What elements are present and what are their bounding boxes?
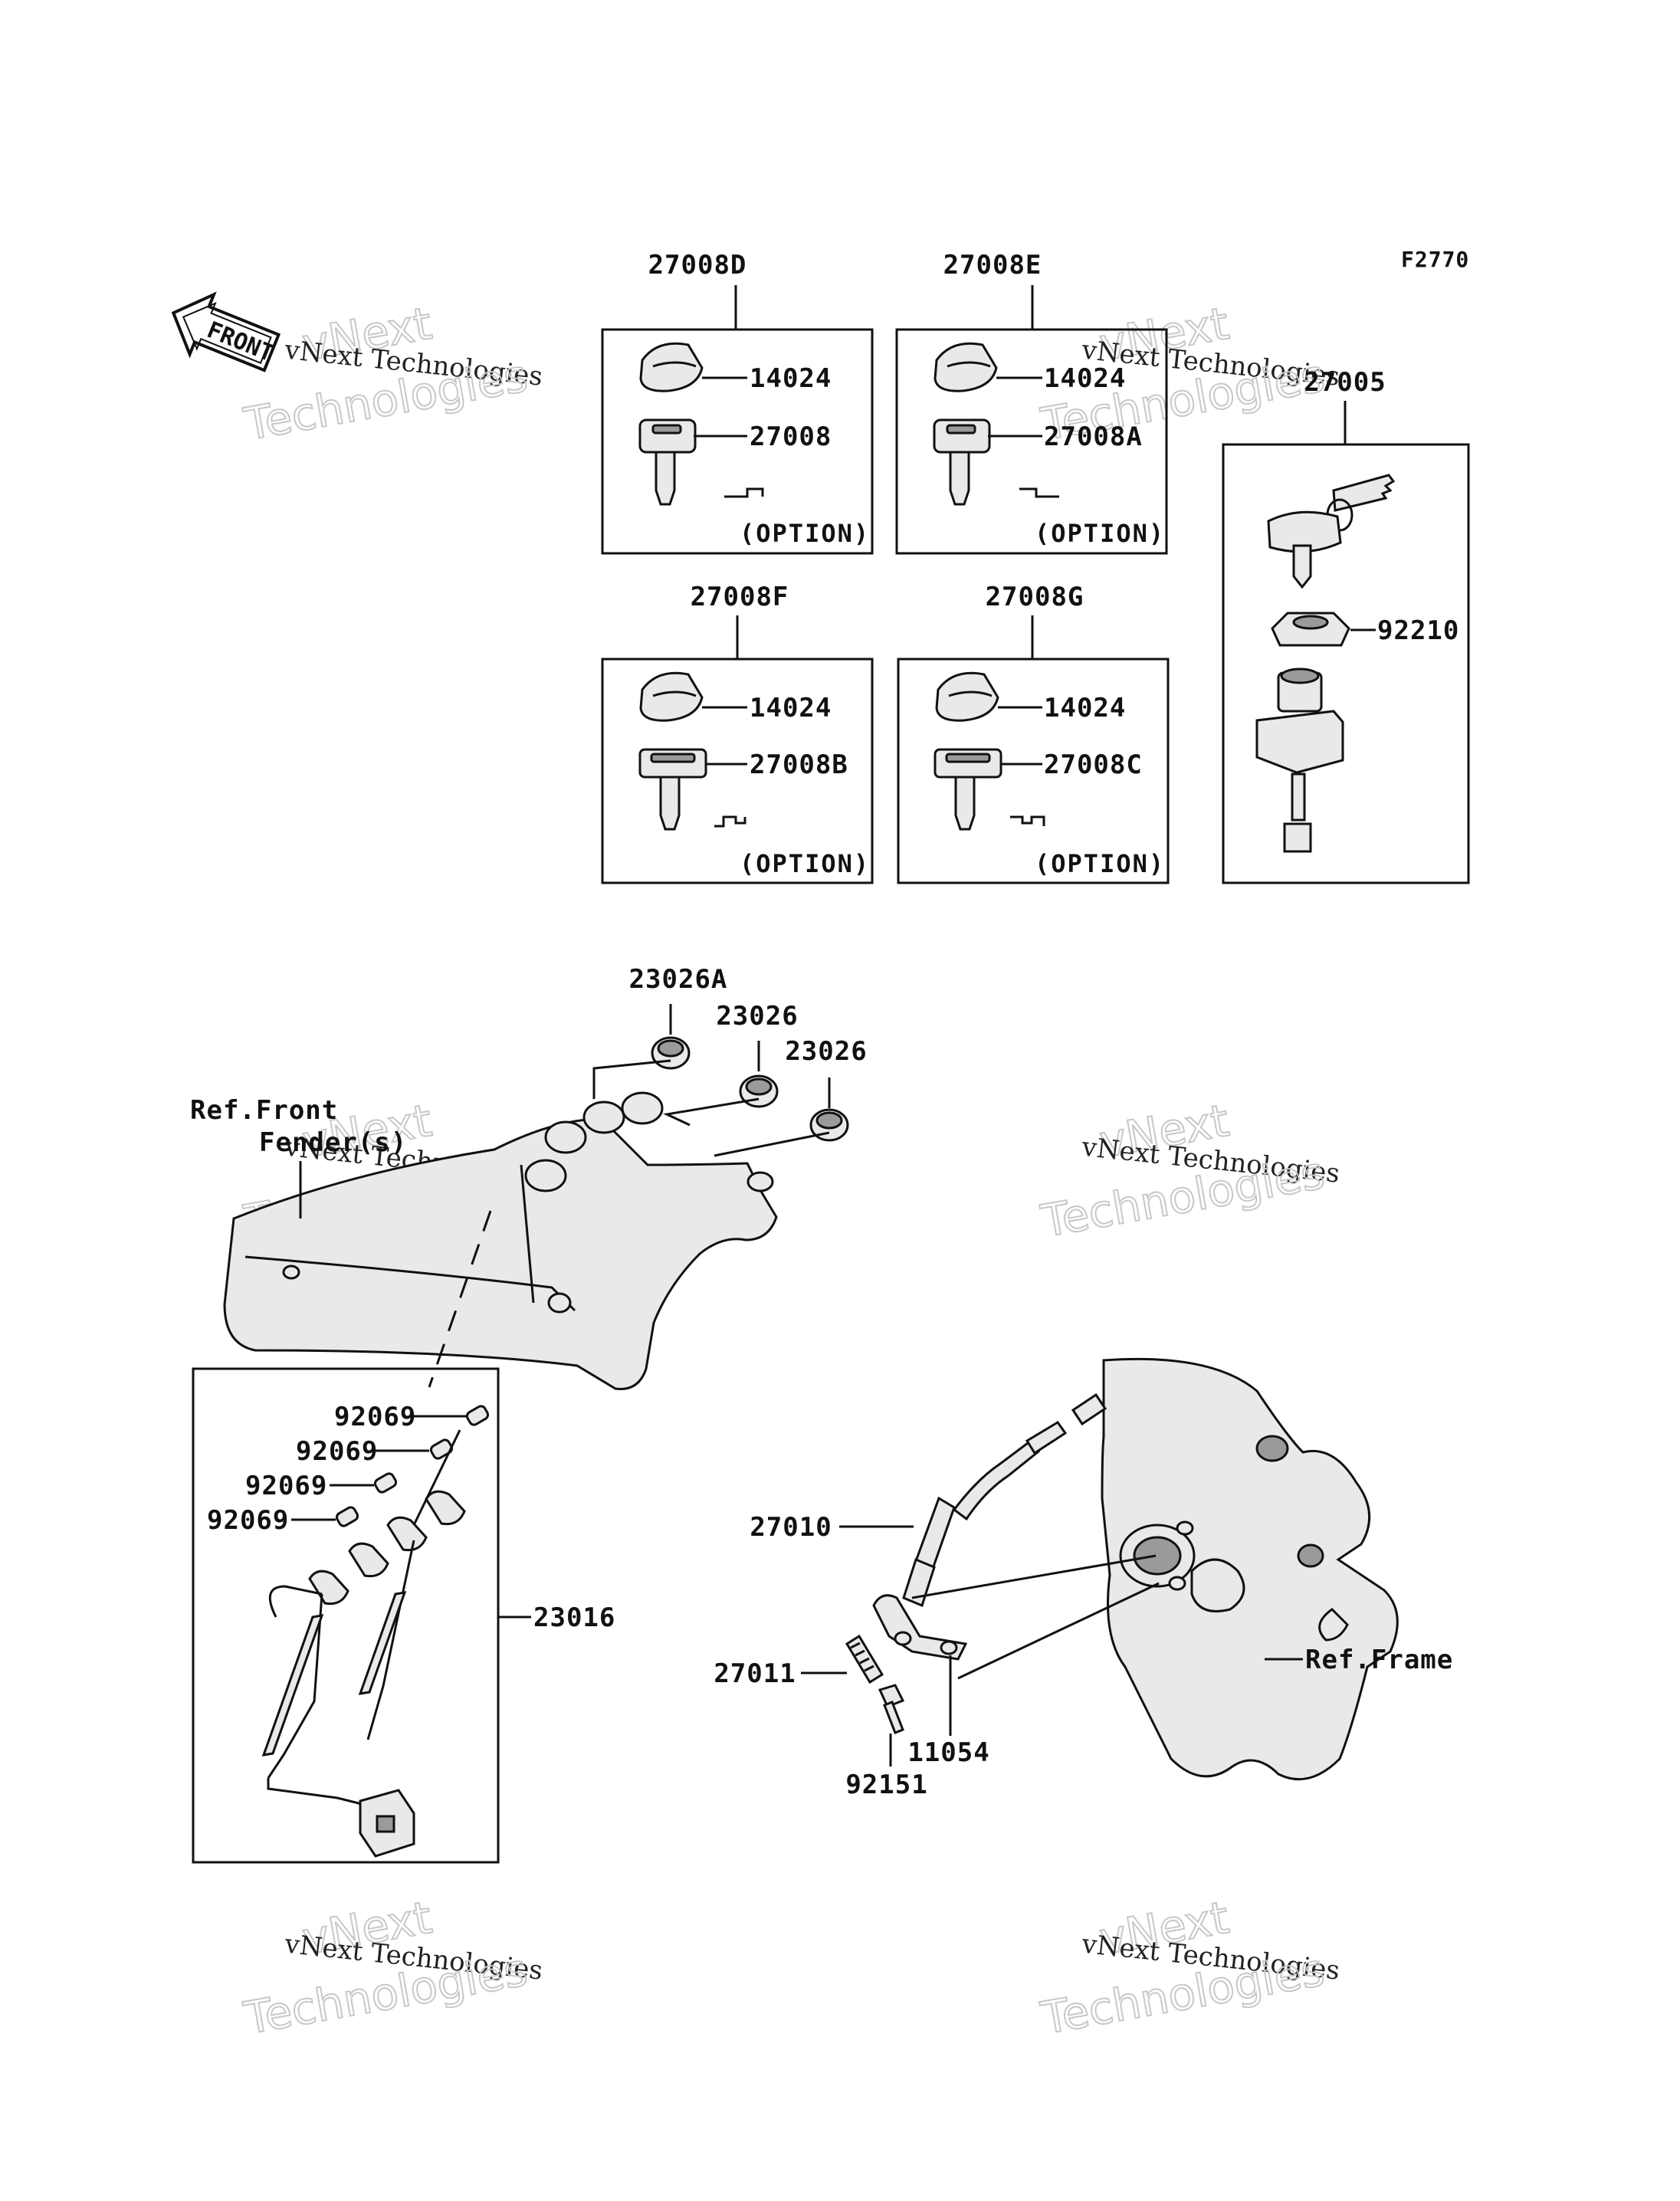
option-label: (OPTION) [1035, 519, 1165, 548]
ignition-box [1222, 443, 1470, 884]
spring-part-number: 27011 [714, 1658, 796, 1689]
ref-fender-label: Fender(s) [259, 1127, 407, 1158]
key-set-box [897, 658, 1170, 884]
bolt-part-number: 92151 [845, 1770, 927, 1800]
spring-icon [845, 1634, 884, 1684]
front-arrow-icon: FRONT [171, 291, 281, 372]
front-cover-assembly: 23026A 23026 23026 Ref.Front Fender(s) [190, 964, 867, 1390]
switch-body-icon [1255, 668, 1344, 853]
key-cap-icon [639, 671, 704, 722]
key-set-box [895, 328, 1168, 555]
key-set-27008g: 27008G 14024 27008C (OPTION) [897, 582, 1170, 884]
option-label: (OPTION) [1035, 849, 1165, 878]
key-part-number: 27008B [750, 750, 848, 780]
terminal-icon [335, 1405, 490, 1527]
terminal-part-number: 92069 [245, 1471, 327, 1501]
key-blank-icon [933, 418, 991, 506]
watermark-mid-right: vNext vNext Technologies Technologies [1036, 1094, 1341, 1248]
terminal-part-number: 92069 [207, 1505, 289, 1536]
harness-part-number: 23016 [533, 1602, 615, 1633]
ref-frame-label: Ref.Frame [1305, 1645, 1453, 1675]
cover-hole-icon [524, 1091, 664, 1192]
switch-cable-icon [902, 1392, 1107, 1608]
key-blank-icon [934, 748, 1002, 831]
key-cap-part-number: 14024 [750, 693, 832, 723]
cap-23026-label: 23026 [716, 1001, 798, 1032]
watermark-top-left: vNext vNext Technologies Technologies [239, 297, 544, 451]
key-blank-icon [638, 418, 697, 506]
key-set-27008e: 27008E 14024 27008A (OPTION) [895, 250, 1168, 555]
terminal-part-number: 92069 [334, 1402, 416, 1432]
cap-23026-icon [739, 1074, 779, 1108]
nut-icon [1271, 612, 1350, 647]
diagram-code: F2770 [1401, 247, 1469, 272]
key-set-box [601, 328, 874, 555]
cap-23026a-icon [651, 1036, 691, 1070]
key-set-27008d: 27008D 14024 27008 (OPTION) [601, 250, 874, 555]
terminal-part-number: 92069 [296, 1436, 378, 1467]
harness-box [192, 1367, 500, 1864]
cap-23026-icon [809, 1108, 849, 1142]
key-set-box [601, 658, 874, 884]
switch-part-number: 27010 [750, 1512, 832, 1543]
key-set-title: 27008F [691, 582, 789, 612]
ref-front-label: Ref.Front [190, 1095, 338, 1126]
key-profile-icon [1019, 487, 1059, 498]
ignition-switch-27005: 27005 92210 [1222, 367, 1470, 884]
key-profile-icon [724, 487, 764, 498]
frame-switch-assembly: Ref.Frame 27010 27011 11054 [714, 1357, 1453, 1800]
key-blank-icon [638, 748, 707, 831]
key-cap-part-number: 14024 [1044, 363, 1126, 394]
ignition-key-icon [1267, 474, 1396, 589]
option-label: (OPTION) [740, 849, 870, 878]
harness-23016: 23016 92069 92069 92069 92069 [192, 1367, 615, 1864]
key-part-number: 27008 [750, 422, 832, 452]
key-set-title: 27008E [943, 250, 1042, 280]
option-label: (OPTION) [740, 519, 870, 548]
key-profile-icon [1010, 815, 1045, 826]
key-cap-part-number: 14024 [750, 363, 832, 394]
watermark-bottom-left: vNext vNext Technologies Technologies [239, 1891, 544, 2045]
key-profile-icon [714, 815, 746, 828]
key-cap-icon [935, 671, 999, 722]
nut-part-number: 92210 [1377, 615, 1459, 646]
key-part-number: 27008C [1044, 750, 1143, 780]
bracket-part-number: 11054 [907, 1737, 989, 1768]
key-cap-part-number: 14024 [1044, 693, 1126, 723]
bracket-icon [872, 1594, 968, 1661]
key-set-title: 27008G [986, 582, 1084, 612]
key-set-title: 27008D [648, 250, 747, 280]
watermark-bottom-right: vNext vNext Technologies Technologies [1036, 1891, 1341, 2045]
cap-23026-label: 23026 [785, 1036, 867, 1067]
bolt-icon [878, 1684, 905, 1734]
connector-icon [308, 1490, 466, 1606]
key-set-27008f: 27008F 14024 27008B (OPTION) [601, 582, 874, 884]
key-cap-icon [639, 342, 704, 392]
key-cap-icon [934, 342, 998, 392]
cap-23026a-label: 23026A [629, 964, 728, 995]
key-part-number: 27008A [1044, 422, 1143, 452]
ignition-title: 27005 [1304, 367, 1386, 398]
plug-icon [359, 1789, 415, 1858]
